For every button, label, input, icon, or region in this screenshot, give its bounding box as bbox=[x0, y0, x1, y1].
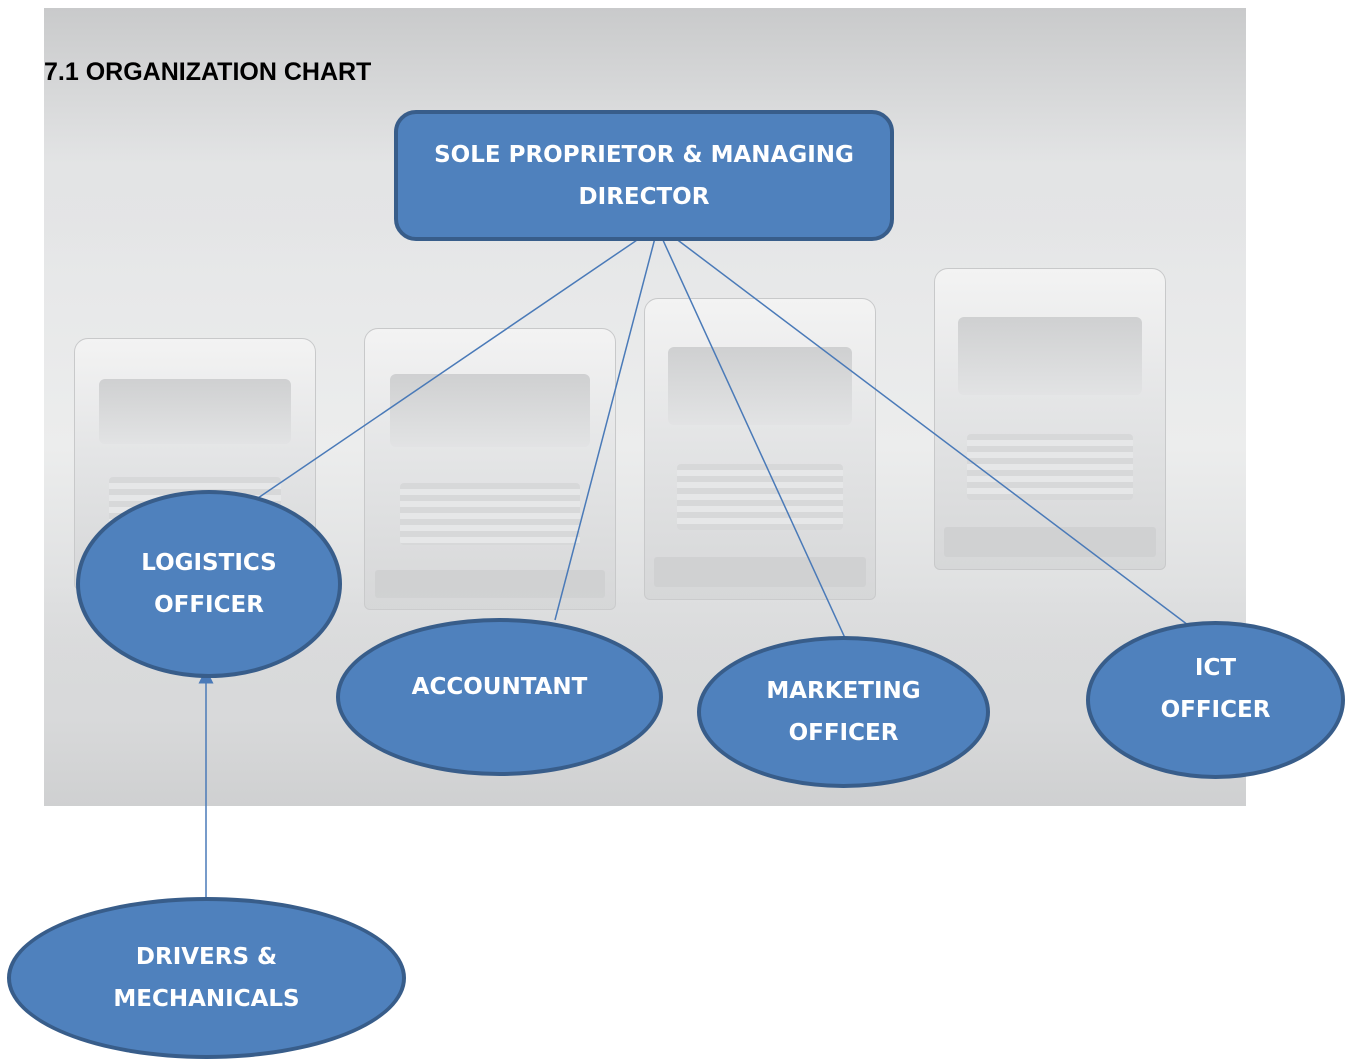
node-accountant-line1: ACCOUNTANT bbox=[411, 674, 588, 700]
node-drivers-mechanicals: DRIVERS & MECHANICALS bbox=[7, 897, 406, 1059]
page-title: 7.1 ORGANIZATION CHART bbox=[44, 58, 372, 86]
truck-image bbox=[934, 268, 1166, 570]
connector-ict bbox=[674, 237, 1193, 629]
node-drivers-line2: MECHANICALS bbox=[113, 986, 300, 1012]
node-ict-line2: OFFICER bbox=[1160, 697, 1271, 723]
connector-accountant bbox=[554, 237, 656, 621]
node-marketing-line2: OFFICER bbox=[788, 720, 899, 746]
node-marketing-line1: MARKETING bbox=[766, 678, 921, 704]
node-marketing-officer: MARKETING OFFICER bbox=[697, 636, 990, 788]
node-ict-officer: ICT OFFICER bbox=[1086, 621, 1345, 779]
connector-marketing bbox=[661, 237, 846, 639]
connector-logistics bbox=[257, 237, 641, 499]
node-accountant: ACCOUNTANT bbox=[336, 618, 663, 776]
node-director-line1: SOLE PROPRIETOR & MANAGING bbox=[434, 141, 854, 168]
node-logistics-line2: OFFICER bbox=[154, 592, 264, 618]
node-ict-line1: ICT bbox=[1194, 655, 1237, 681]
node-director: SOLE PROPRIETOR & MANAGING DIRECTOR bbox=[394, 110, 894, 241]
node-logistics-officer: LOGISTICS OFFICER bbox=[76, 490, 342, 678]
node-logistics-line1: LOGISTICS bbox=[141, 550, 277, 576]
node-drivers-line1: DRIVERS & bbox=[135, 944, 278, 970]
truck-image bbox=[644, 298, 876, 600]
node-director-line2: DIRECTOR bbox=[578, 183, 710, 210]
